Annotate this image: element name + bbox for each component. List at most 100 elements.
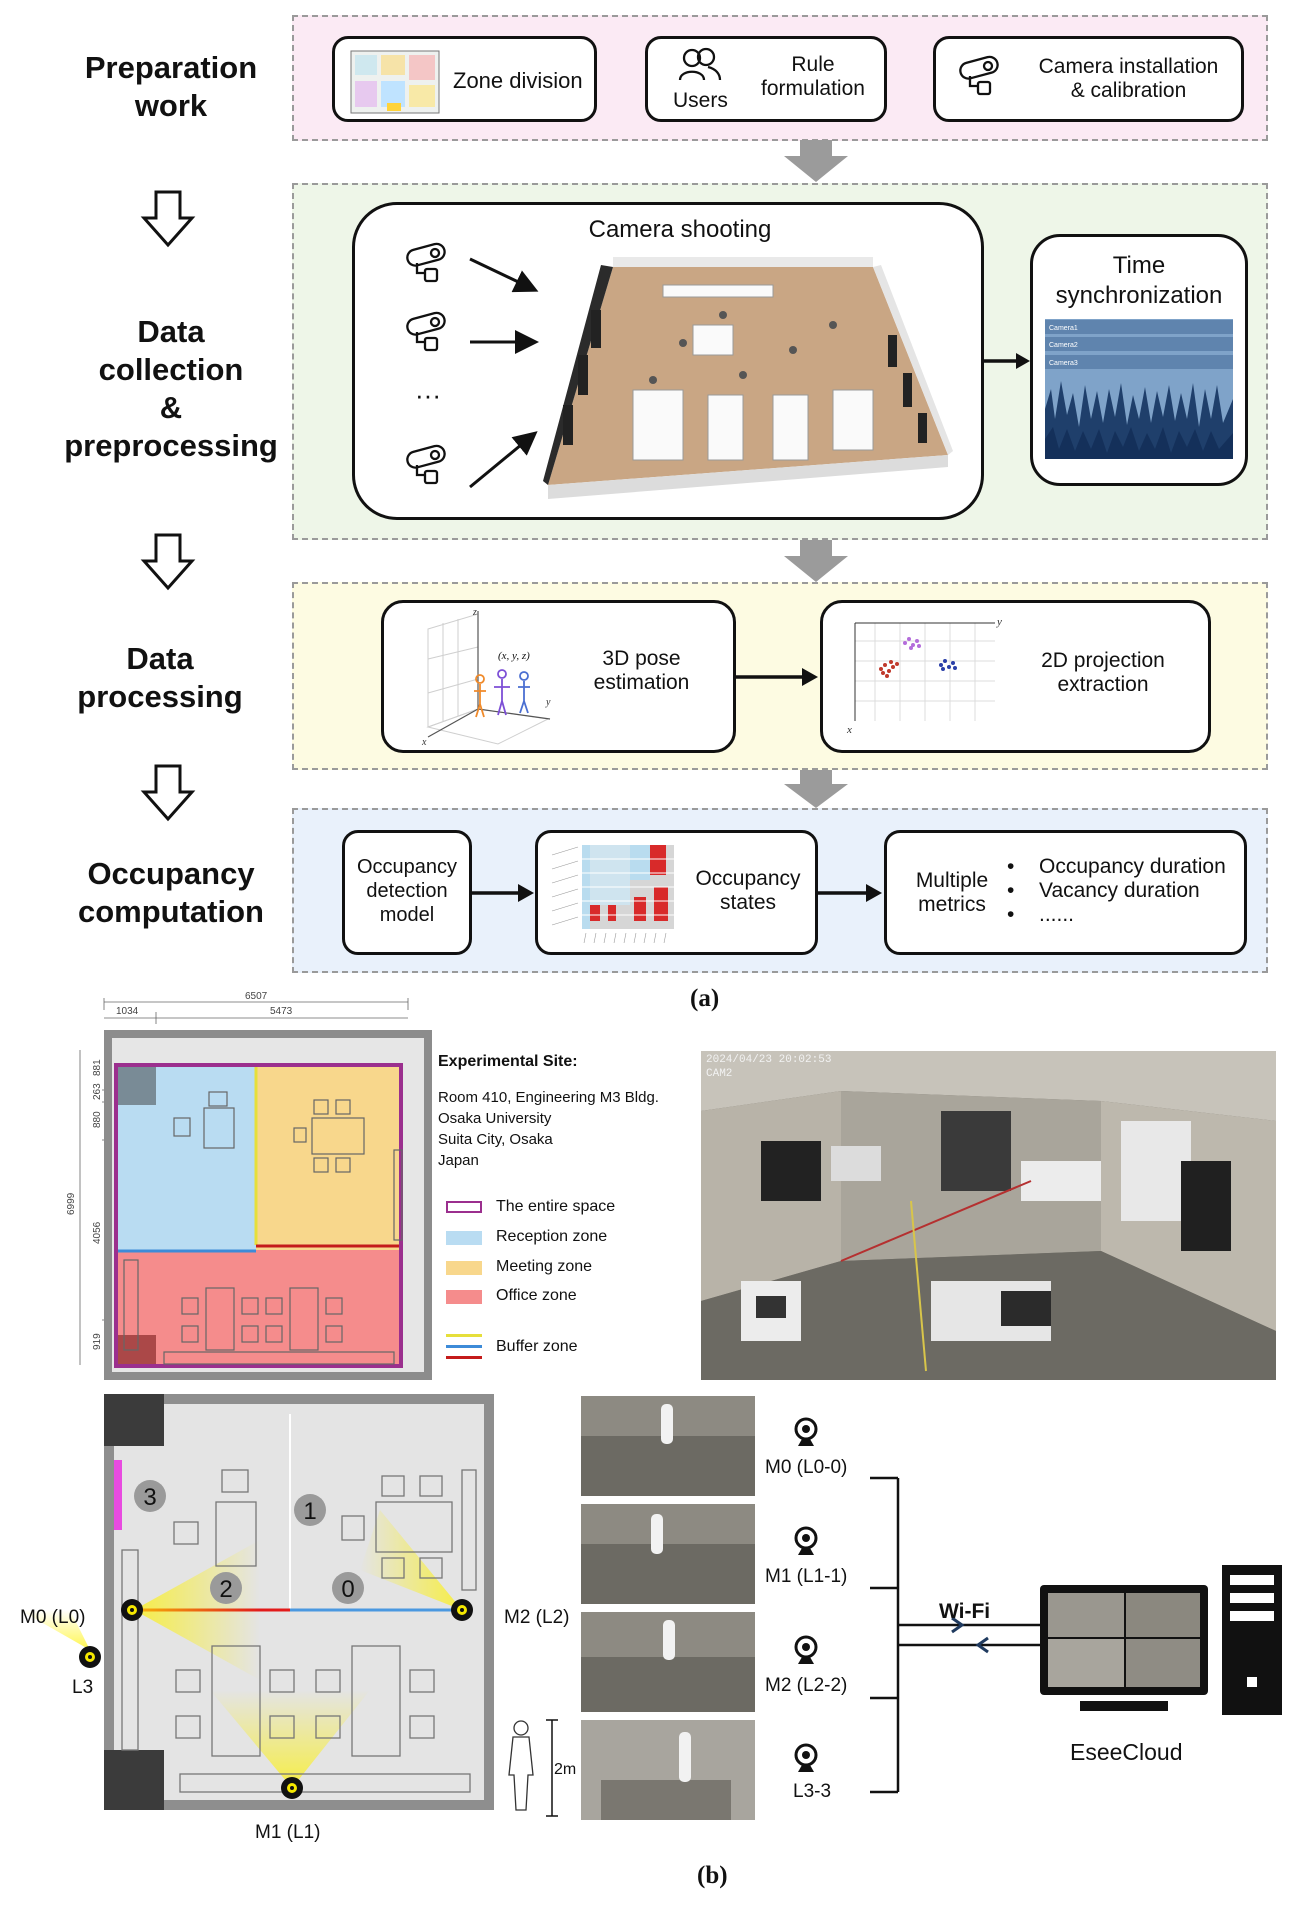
projection-label: 2D projection extraction — [1013, 649, 1193, 697]
axis-y-label: y — [545, 697, 551, 708]
legend-swatch-office — [446, 1290, 482, 1304]
legend-swatch-reception — [446, 1231, 482, 1245]
bullet-dot: • — [1007, 903, 1015, 926]
metric-text: Occupancy duration — [1039, 855, 1226, 878]
projection-box: y x 2D projection extraction — [820, 600, 1211, 753]
camera-icon — [406, 242, 446, 283]
dimension-lines: 6507 1034 5473 6999 881 263 880 4056 919 — [66, 991, 409, 1365]
camera-layout-plan: 3 1 2 0 M0 (L0) M2 (L2) L3 M1 (L1) 2m — [20, 1394, 576, 1843]
stage-line: Data — [137, 314, 205, 349]
metric-text: Vacancy duration — [1039, 879, 1200, 902]
projection-2d-plot: y x — [846, 616, 1002, 736]
label-line: Rule — [791, 53, 835, 76]
stage-line: processing — [77, 679, 243, 714]
legend-swatch-meeting — [446, 1261, 482, 1275]
axis-x-label: x — [421, 737, 427, 748]
zone-division-box: Zone division — [332, 36, 597, 122]
stage-line: computation — [78, 894, 264, 929]
stage-line: preprocessing — [64, 428, 278, 463]
dim-left-total: 6999 — [66, 1192, 77, 1215]
legend-label: Meeting zone — [496, 1258, 593, 1275]
flow-arrow-icon — [784, 770, 848, 808]
metrics-label: Multiple metrics — [897, 869, 1007, 917]
stage-label-collection: Data collection & preprocessing — [40, 313, 302, 465]
cam-l3-label: L3 — [72, 1677, 93, 1698]
camera-photo: 2024/04/23 20:02:53 CAM2 — [701, 1051, 1276, 1380]
stage-line: work — [134, 88, 208, 123]
label-line: Camera installation — [1038, 55, 1219, 78]
zone-number: 2 — [219, 1576, 232, 1603]
track-label: Camera2 — [1049, 342, 1078, 349]
bullet-dot: • — [1007, 855, 1015, 878]
dim-left-3: 880 — [92, 1111, 103, 1128]
label-line: 3D pose — [602, 647, 681, 670]
room-3d-render — [543, 257, 953, 499]
office-scene — [701, 1051, 1276, 1380]
rule-formulation-label: Rule formulation — [743, 53, 883, 101]
label-line: estimation — [593, 671, 690, 694]
webcam-icon — [794, 1417, 818, 1446]
label-line: Occupancy — [356, 856, 458, 878]
floorplan-thumbnail-icon — [350, 50, 440, 114]
time-sync-box: Time synchronization Camera1 Camera2 Cam… — [1030, 234, 1248, 486]
pose-estimation-label: 3D pose estimation — [569, 647, 714, 695]
detection-model-box: Occupancy detection model — [342, 830, 472, 955]
webcam-icon — [794, 1743, 818, 1772]
label-line: & calibration — [1070, 79, 1187, 102]
cam-m2-label: M2 (L2) — [504, 1607, 569, 1628]
wifi-label: Wi-Fi — [939, 1600, 991, 1623]
camera-arrows — [469, 257, 539, 489]
thumb-floor — [581, 1436, 755, 1496]
site-title: Experimental Site: — [438, 1053, 578, 1070]
label-line: Multiple — [915, 869, 989, 892]
thumb-figure — [661, 1404, 673, 1444]
legend-item: Office zone — [446, 1287, 686, 1309]
track-label: Camera1 — [1049, 325, 1078, 332]
stream-label: M2 (L2-2) — [765, 1675, 848, 1696]
legend-swatch-buffer-yellow — [446, 1334, 482, 1337]
pose-3d-plot: z y x (x, y, z) — [421, 607, 551, 748]
human-silhouette-icon — [508, 1720, 534, 1811]
legend-item: Reception zone — [446, 1228, 686, 1250]
dim-left-4: 4056 — [92, 1221, 103, 1244]
site-line: Osaka University — [438, 1110, 552, 1127]
legend-swatch-entire-space — [446, 1201, 482, 1213]
zone-number: 3 — [143, 1484, 156, 1511]
stage-line: Data — [126, 641, 194, 676]
stage-line: & — [159, 390, 183, 425]
stage-label-preparation: Preparation work — [40, 49, 302, 125]
detection-model-label: Occupancy detection model — [345, 855, 469, 927]
thumb-figure — [679, 1732, 691, 1782]
flow-arrow-icon — [784, 140, 848, 182]
network-links — [870, 1476, 1040, 1794]
flow-arrow-icon — [472, 884, 534, 902]
label-line: states — [719, 891, 777, 914]
users-icon — [678, 47, 722, 81]
legend-item: Meeting zone — [446, 1258, 686, 1280]
legend-swatch-buffer-blue — [446, 1345, 482, 1348]
legend-swatch-buffer-red — [446, 1356, 482, 1359]
webcam-icon — [794, 1635, 818, 1664]
bullet-dot: • — [1007, 879, 1015, 902]
zone-division-label: Zone division — [453, 68, 583, 93]
metric-text: ...... — [1039, 903, 1075, 926]
legend-label: The entire space — [496, 1198, 616, 1215]
waveform-tracks: Camera1 Camera2 Camera3 — [1045, 319, 1233, 459]
metrics-box: Multiple metrics • Occupancy duration • Va… — [884, 830, 1247, 955]
camera-icon — [406, 444, 446, 485]
caption-a: (a) — [690, 985, 720, 1012]
label-line: metrics — [918, 893, 986, 916]
legend-label: Buffer zone — [496, 1338, 578, 1355]
axis-z-label: z — [472, 607, 477, 618]
metric-bullet: • Vacancy duration — [1007, 879, 1237, 903]
zone-number: 1 — [303, 1498, 316, 1525]
caption-b: (b) — [697, 1862, 728, 1889]
label-line: detection — [366, 880, 448, 902]
stream-thumbnail — [581, 1720, 755, 1820]
thumb-figure — [663, 1620, 675, 1660]
occupancy-states-box: Occupancy states — [535, 830, 818, 955]
cam-m0-label: M0 (L0) — [20, 1607, 85, 1628]
photo-camera-id: CAM2 — [706, 1068, 733, 1080]
camera-icon — [406, 311, 446, 352]
dim-top-right: 5473 — [270, 1006, 293, 1017]
